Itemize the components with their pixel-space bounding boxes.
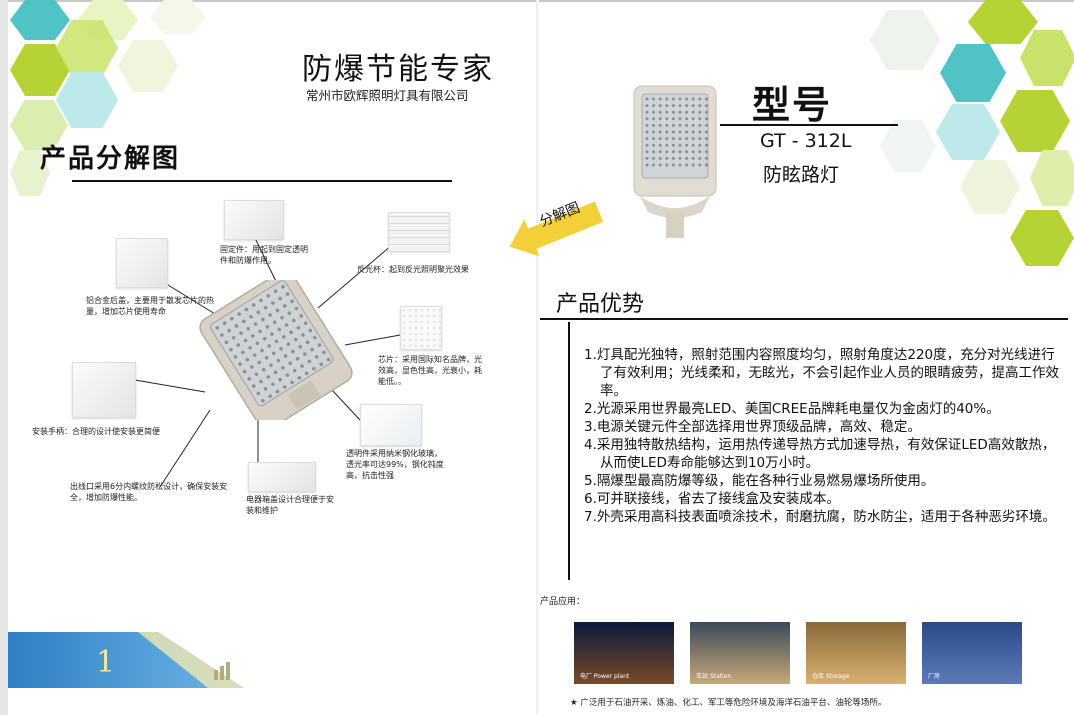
page-number: 1 <box>96 645 116 680</box>
model-title-rule <box>720 124 898 126</box>
application-photo-factory: 厂房 <box>922 622 1022 684</box>
callout-mount-handle: 安装手柄：合理的设计使安装更简便 <box>32 427 160 436</box>
application-caption: 电厂 Power plant <box>580 673 630 680</box>
callout-fixing: 固定件：用起到固定透明件和防爆作用。 <box>220 245 308 265</box>
brand-title: 防爆节能专家 <box>302 52 494 87</box>
mount-handle-part-image <box>72 362 136 418</box>
advantage-item: 7.外壳采用高科技表面喷涂技术，耐磨抗腐，防水防尘，适用于各种恶劣环境。 <box>584 509 1056 525</box>
advantage-item: 4.采用独特散热结构，运用热传递导热方式加速导热，有效保证LED高效散热，从而使… <box>584 437 1056 471</box>
application-caption: 车站 Station <box>696 673 732 680</box>
application-photo-power-plant: 电厂 Power plant <box>574 622 674 684</box>
application-photo-storage: 仓库 Storage <box>806 622 906 684</box>
application-caption: 厂房 <box>928 673 941 680</box>
page-spine <box>536 0 539 715</box>
decomposition-title: 产品分解图 <box>40 144 181 174</box>
applications-label: 产品应用： <box>540 597 586 607</box>
callout-electrical-box: 电器箱盖设计合理便于安装和维护 <box>246 495 334 515</box>
application-photo-station: 车站 Station <box>690 622 790 684</box>
electrical-box-part-image <box>248 462 316 492</box>
advantages-list: 1.灯具配光独特，照射范围内容照度均匀，照射角度达220度，充分对光线进行了有效… <box>584 346 1060 526</box>
bar-chart-icon <box>212 660 236 680</box>
model-title: 型号 <box>752 83 833 127</box>
advantages-title: 产品优势 <box>556 292 645 317</box>
street-lamp-exploded-center <box>199 280 353 420</box>
advantage-item: 3.电源关键元件全部选择用世界顶级品牌，高效、稳定。 <box>584 419 921 435</box>
fixing-part-image <box>224 200 284 240</box>
model-name: 防眩路灯 <box>763 164 840 186</box>
advantage-item: 1.灯具配光独特，照射范围内容照度均匀，照射角度达220度，充分对光线进行了有效… <box>584 347 1059 399</box>
product-lamp-image <box>633 85 717 238</box>
model-number: GT - 312L <box>760 130 852 152</box>
company-name: 常州市欧辉照明灯具有限公司 <box>306 88 469 103</box>
glass-part-image <box>360 404 422 446</box>
advantages-box <box>568 322 1074 580</box>
callout-glass: 透明件采用纳米钢化玻璃，透光率可达99%，钢化钝度高，抗击性强 <box>346 449 444 480</box>
decomposition-title-rule <box>72 180 452 182</box>
application-caption: 仓库 Storage <box>812 673 850 680</box>
reflector-part-image <box>388 212 450 252</box>
callout-chip: 芯片：采用国际知名品牌，光效高，显色性高，光衰小，耗能低。。 <box>378 355 482 386</box>
advantages-title-rule <box>540 318 1068 320</box>
callout-reflector: 反光杯：起到反光照明聚光效果 <box>357 265 469 274</box>
callout-cable-outlet: 出线口采用6分内螺纹防松设计，确保安装安全，增加防爆性能。 <box>70 482 228 502</box>
advantage-item: 2.光源采用世界最亮LED、美国CREE品牌耗电量仅为金卤灯的40%。 <box>584 401 1000 417</box>
decomposition-arrow <box>509 201 604 257</box>
callout-back-cover: 铝合金后盖，主要用于散发芯片的热量，增加芯片使用寿命 <box>86 296 214 316</box>
chip-part-image <box>400 306 442 350</box>
back-cover-part-image <box>116 238 168 288</box>
page-frame-left <box>0 0 8 715</box>
applications-footnote: ★ 广泛用于石油开采、炼油、化工、军工等危险环境及海洋石油平台、油轮等场所。 <box>570 698 887 708</box>
advantage-item: 6.可并联接线，省去了接线盒及安装成本。 <box>584 491 840 507</box>
advantage-item: 5.隔爆型最高防爆等级，能在各种行业易燃易爆场所使用。 <box>584 473 935 489</box>
